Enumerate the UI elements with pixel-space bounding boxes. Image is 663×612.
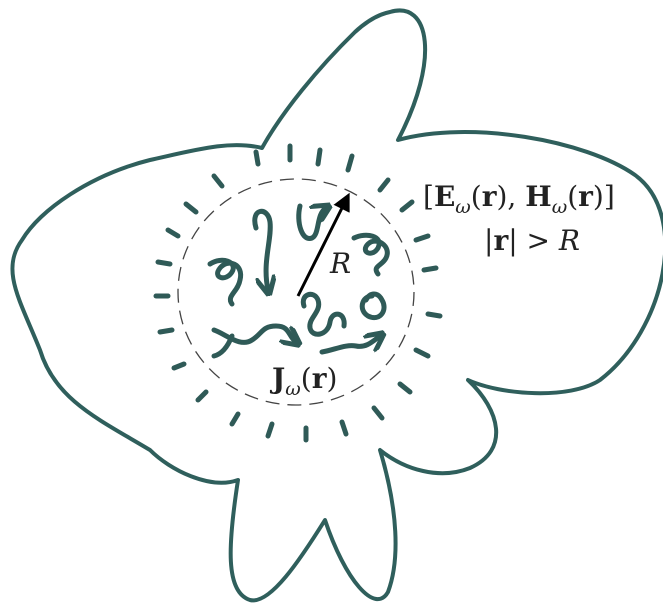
- radiation-tick: [168, 230, 178, 236]
- radiation-tick: [428, 314, 440, 316]
- radiation-tick: [186, 204, 196, 212]
- current-curl: [354, 235, 387, 274]
- field-label: [Eω(r), Hω(r)]: [423, 180, 615, 218]
- radiation-tick: [232, 414, 238, 424]
- radiation-tick: [380, 180, 388, 190]
- radiation-tick: [342, 422, 346, 434]
- current-label: Jω(r): [269, 362, 337, 400]
- current-curl: [362, 294, 384, 318]
- radiation-tick: [416, 236, 428, 240]
- current-curl: [299, 206, 326, 239]
- current-curl: [214, 326, 296, 342]
- current-curl: [255, 211, 270, 290]
- radiation-tick: [256, 152, 258, 164]
- current-curl: [210, 260, 241, 304]
- radiation-tick: [424, 268, 436, 270]
- radiation-tick: [348, 156, 352, 170]
- radiation-tick: [198, 392, 206, 400]
- radiation-tick: [214, 176, 222, 186]
- current-curl: [303, 294, 344, 334]
- radiation-tick: [160, 330, 172, 332]
- radiation-tick: [400, 384, 410, 392]
- boundary-circle: [178, 179, 414, 405]
- current-curl: [322, 336, 380, 352]
- radiation-tick: [374, 408, 382, 418]
- region-condition-label: |r| > R: [484, 224, 580, 257]
- current-curl: [214, 336, 232, 356]
- radius-label: R: [329, 247, 351, 280]
- radiation-tick: [174, 364, 184, 368]
- radiation-tick: [416, 350, 428, 356]
- current-sources: [210, 206, 387, 356]
- radiation-tick: [318, 150, 320, 164]
- radiation-tick: [158, 262, 170, 264]
- radiation-tick: [402, 202, 412, 210]
- radiation-tick: [268, 424, 272, 436]
- field-region-outline: [12, 10, 663, 600]
